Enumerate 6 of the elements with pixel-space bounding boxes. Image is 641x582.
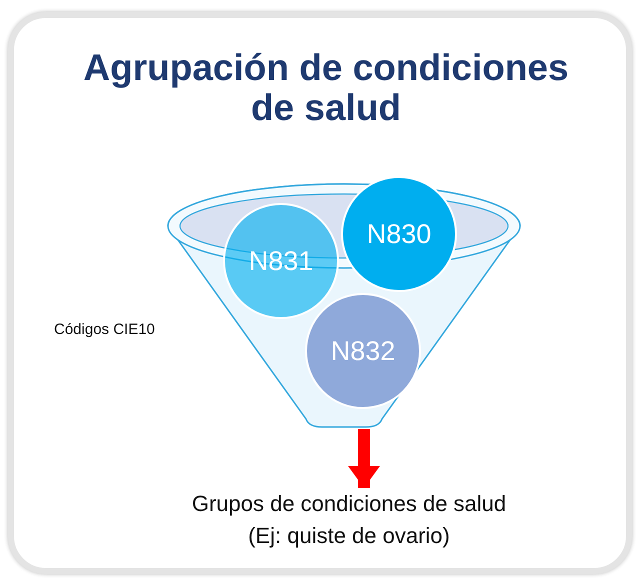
side-label: Códigos CIE10 [54,321,155,338]
card-background [8,12,632,574]
code-circle: N831 [223,203,339,319]
title: Agrupación de condiciones de salud [82,48,570,128]
arrow [348,429,380,488]
result-text: Grupos de condiciones de salud (Ej: quiste de ovario) [190,490,508,550]
